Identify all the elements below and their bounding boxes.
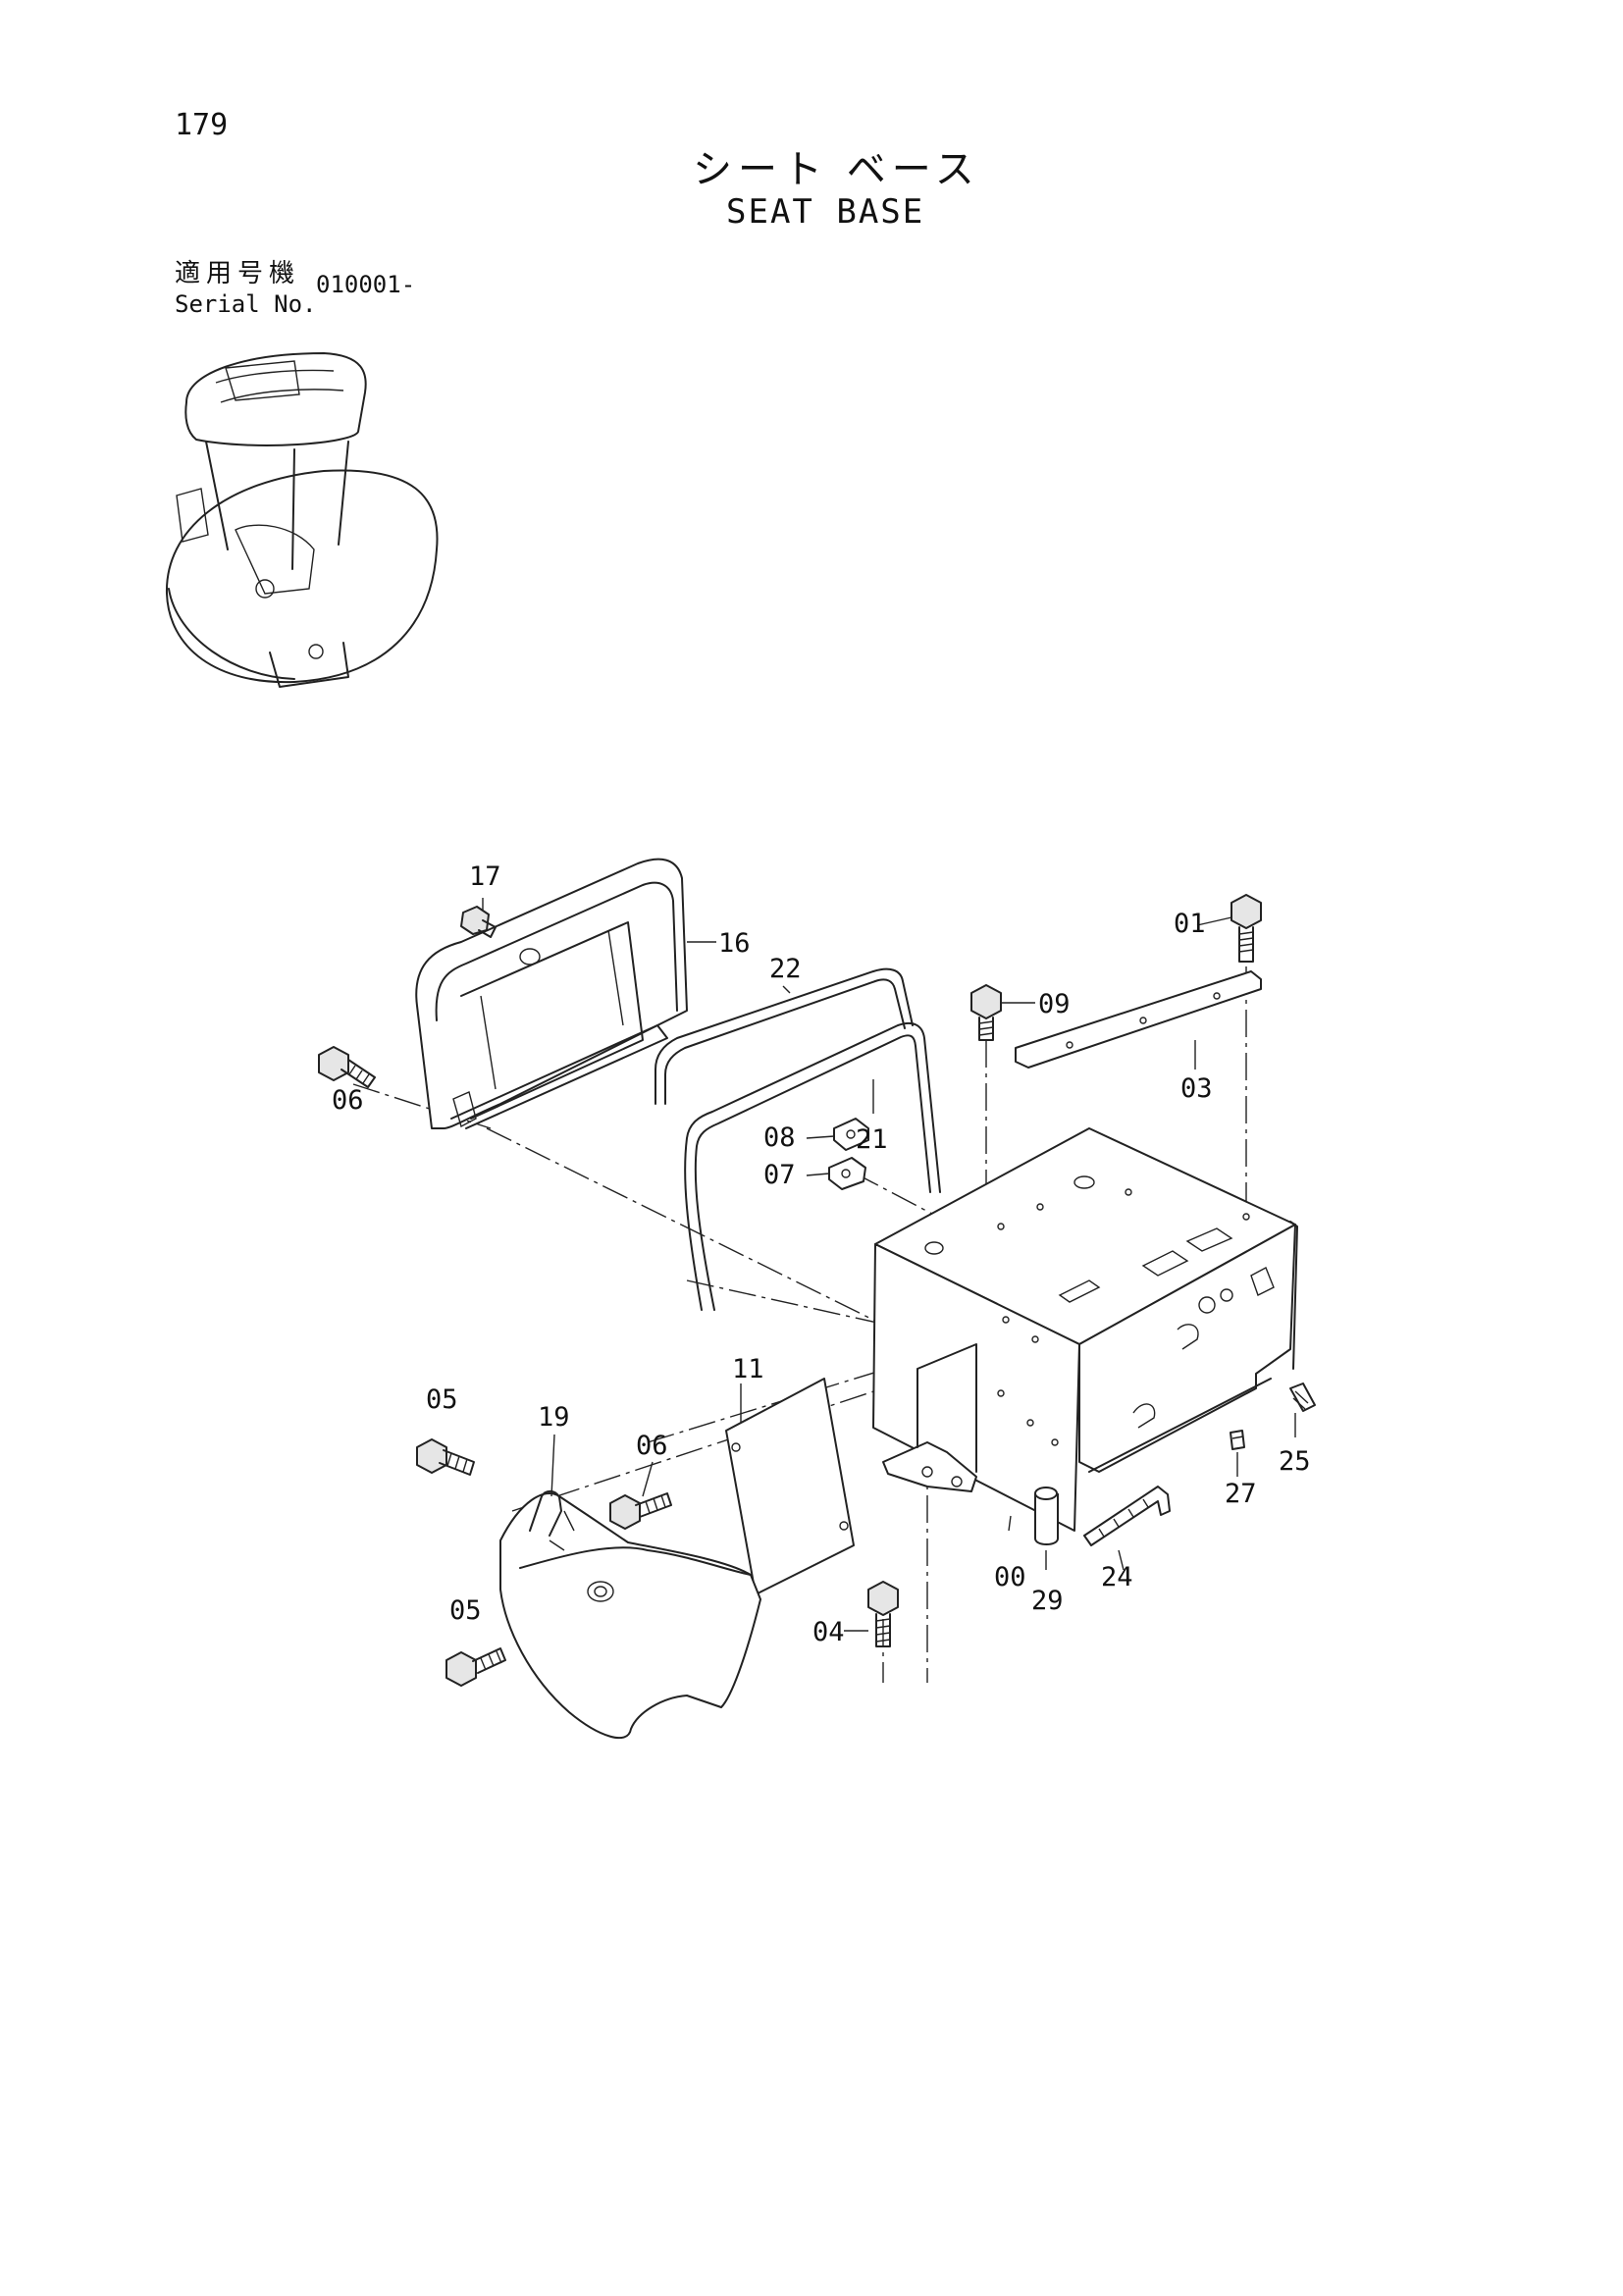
part-label-11: 11 <box>732 1354 764 1384</box>
page-title-jp: シート ベース <box>693 147 980 192</box>
part-label-25: 25 <box>1279 1446 1311 1477</box>
part-11-plate <box>725 1378 855 1595</box>
part-label-27: 27 <box>1225 1479 1257 1509</box>
bolt-01 <box>1230 894 1262 963</box>
part-label-29: 29 <box>1031 1586 1064 1616</box>
part-label-08: 08 <box>763 1122 796 1153</box>
part-25-rubber <box>1289 1383 1316 1412</box>
part-label-03: 03 <box>1180 1073 1213 1104</box>
part-label-06-upper: 06 <box>332 1085 364 1116</box>
part-label-05-upper: 05 <box>426 1384 458 1415</box>
part-label-00: 00 <box>994 1562 1026 1592</box>
part-label-06-lower: 06 <box>636 1431 668 1461</box>
bolt-05-upper <box>416 1438 475 1476</box>
bolt-06-lower <box>609 1492 672 1530</box>
part-label-22: 22 <box>769 954 802 984</box>
part-label-01: 01 <box>1174 909 1206 939</box>
serial-value: 010001- <box>316 271 416 298</box>
part-label-17: 17 <box>469 861 501 892</box>
part-03-plate <box>1015 970 1262 1069</box>
part-label-07: 07 <box>763 1160 796 1190</box>
part-21-seal <box>684 1021 941 1311</box>
bolt-06-upper <box>318 1046 376 1088</box>
bolt-17 <box>460 906 497 938</box>
part-16-rear-cover <box>415 858 688 1129</box>
serial-label-en: Serial No. <box>175 290 317 318</box>
bolt-05-lower <box>445 1647 506 1687</box>
bolt-09 <box>970 984 1002 1041</box>
part-00-seat-base <box>872 1127 1298 1532</box>
part-label-16: 16 <box>718 928 751 959</box>
part-07-bracket <box>828 1157 866 1190</box>
part-29-spacer <box>1034 1487 1059 1545</box>
machine-thumbnail <box>165 352 439 688</box>
part-label-21: 21 <box>856 1124 888 1155</box>
part-label-09: 09 <box>1038 989 1071 1019</box>
part-label-19: 19 <box>538 1402 570 1433</box>
part-19-front-cover <box>499 1489 761 1739</box>
part-27-rubber <box>1230 1430 1245 1450</box>
part-label-05-lower: 05 <box>449 1595 482 1626</box>
page-number: 179 <box>175 108 229 142</box>
part-08-bracket <box>833 1118 869 1151</box>
part-labels: 17 16 22 01 09 03 21 06 08 07 11 05 19 0… <box>332 861 1311 1647</box>
part-24-strip <box>1083 1486 1171 1546</box>
part-label-04: 04 <box>812 1617 845 1647</box>
part-label-24: 24 <box>1101 1562 1133 1592</box>
serial-label-jp: 適用号機 <box>175 259 301 288</box>
bolt-04 <box>867 1581 899 1647</box>
leader-lines <box>482 898 1296 1632</box>
page-title-en: SEAT BASE <box>726 192 925 232</box>
part-22-seal <box>654 967 914 1105</box>
